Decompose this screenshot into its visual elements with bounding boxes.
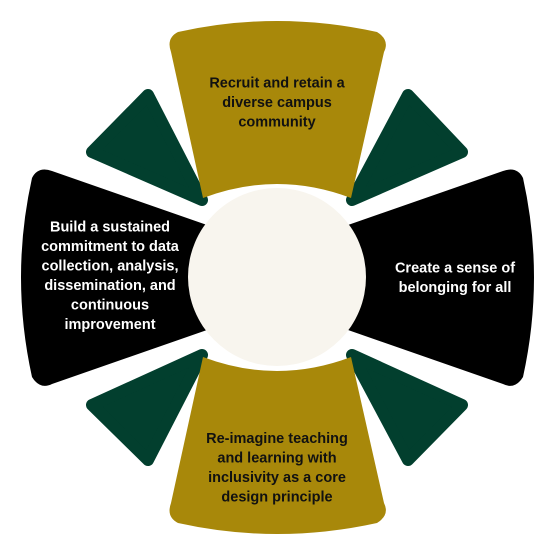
segment-top bbox=[169, 21, 386, 198]
segment-bottom-line: Re-imagine teaching bbox=[206, 431, 348, 447]
segment-left bbox=[21, 169, 207, 386]
segment-top-label: Recruit and retain a diverse campus commun… bbox=[209, 76, 345, 131]
segment-left-line: collection, analysis, bbox=[42, 258, 179, 274]
segment-top-line: Recruit and retain a bbox=[209, 76, 345, 92]
segment-right-line: belonging for all bbox=[399, 280, 512, 296]
center-circle bbox=[188, 188, 366, 366]
triangle-top-left bbox=[86, 89, 208, 206]
segment-left-line: improvement bbox=[64, 317, 155, 333]
segment-left-line: commitment to data bbox=[41, 239, 180, 255]
segment-top-line: community bbox=[238, 115, 315, 131]
segment-bottom-label: Re-imagine teaching and learning with incl… bbox=[206, 431, 348, 506]
segment-right bbox=[348, 169, 534, 386]
segment-left-label: Build a sustained commitment to data colle… bbox=[41, 219, 180, 333]
triangle-bottom-left bbox=[86, 349, 208, 466]
segment-right-label: Create a sense of belonging for all bbox=[395, 260, 515, 296]
segment-left-line: Build a sustained bbox=[50, 219, 170, 235]
segment-bottom bbox=[169, 357, 386, 534]
segment-left-line: continuous bbox=[71, 297, 149, 313]
segment-left-line: dissemination, and bbox=[44, 278, 175, 294]
segment-top-line: diverse campus bbox=[222, 95, 332, 111]
segment-bottom-line: and learning with bbox=[217, 450, 336, 466]
triangle-bottom-right bbox=[346, 349, 468, 466]
triangle-top-right bbox=[346, 89, 468, 206]
segment-right-line: Create a sense of bbox=[395, 260, 515, 276]
segment-bottom-line: inclusivity as a core bbox=[208, 470, 346, 486]
segment-bottom-line: design principle bbox=[221, 489, 332, 505]
